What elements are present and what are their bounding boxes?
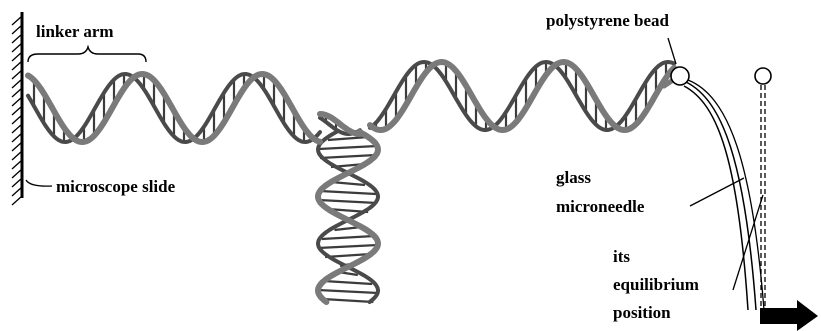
microscope-slide-label: microscope slide bbox=[56, 177, 176, 196]
bead-leader bbox=[668, 38, 676, 64]
position-label: position bbox=[613, 303, 671, 322]
base-pair bbox=[319, 146, 377, 149]
base-pair bbox=[318, 290, 378, 293]
base-pair bbox=[324, 281, 372, 284]
base-pair bbox=[323, 299, 374, 302]
base-pair bbox=[320, 155, 376, 158]
its-label: its bbox=[613, 247, 630, 266]
glass-label: glass bbox=[556, 168, 591, 187]
linker-arm-label: linker arm bbox=[36, 22, 114, 41]
base-pair bbox=[328, 137, 368, 140]
microneedle-label: microneedle bbox=[556, 197, 645, 216]
equilibrium-bead bbox=[755, 68, 771, 84]
hatch-line bbox=[12, 196, 22, 205]
force-arrow bbox=[760, 300, 818, 331]
base-pair bbox=[319, 200, 377, 203]
linker-arm-brace bbox=[28, 47, 146, 62]
microscope-slide bbox=[12, 12, 22, 205]
equilibrium-label: equilibrium bbox=[613, 275, 699, 294]
base-pair bbox=[318, 245, 378, 248]
slide-leader bbox=[26, 180, 52, 186]
base-pair bbox=[320, 191, 376, 194]
base-pair bbox=[322, 236, 375, 239]
polystyrene-bead-label: polystyrene bead bbox=[546, 11, 669, 30]
